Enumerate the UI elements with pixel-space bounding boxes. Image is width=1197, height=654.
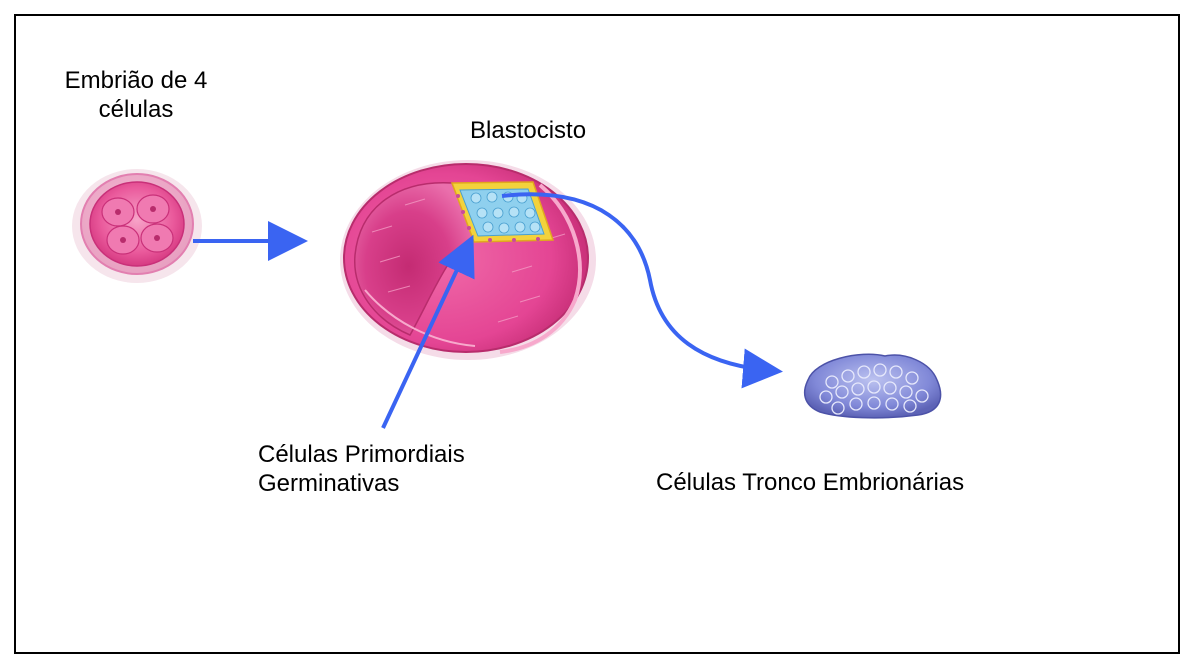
label-blastocyst: Blastocisto (470, 116, 586, 145)
label-four-cell-embryo-line1: Embrião de 4 (28, 66, 244, 95)
embryonic-stem-cells-image (805, 354, 941, 418)
label-four-cell-embryo-line2: células (28, 95, 244, 124)
blastocyst-image (340, 160, 596, 360)
label-pgc-line1: Células Primordiais (258, 440, 465, 469)
label-embryonic-stem-cells: Células Tronco Embrionárias (656, 468, 964, 497)
four-cell-embryo-image (72, 169, 202, 283)
label-four-cell-embryo: Embrião de 4 células (28, 66, 244, 124)
label-primordial-germ-cells: Células Primordiais Germinativas (258, 440, 465, 498)
label-pgc-line2: Germinativas (258, 469, 465, 498)
